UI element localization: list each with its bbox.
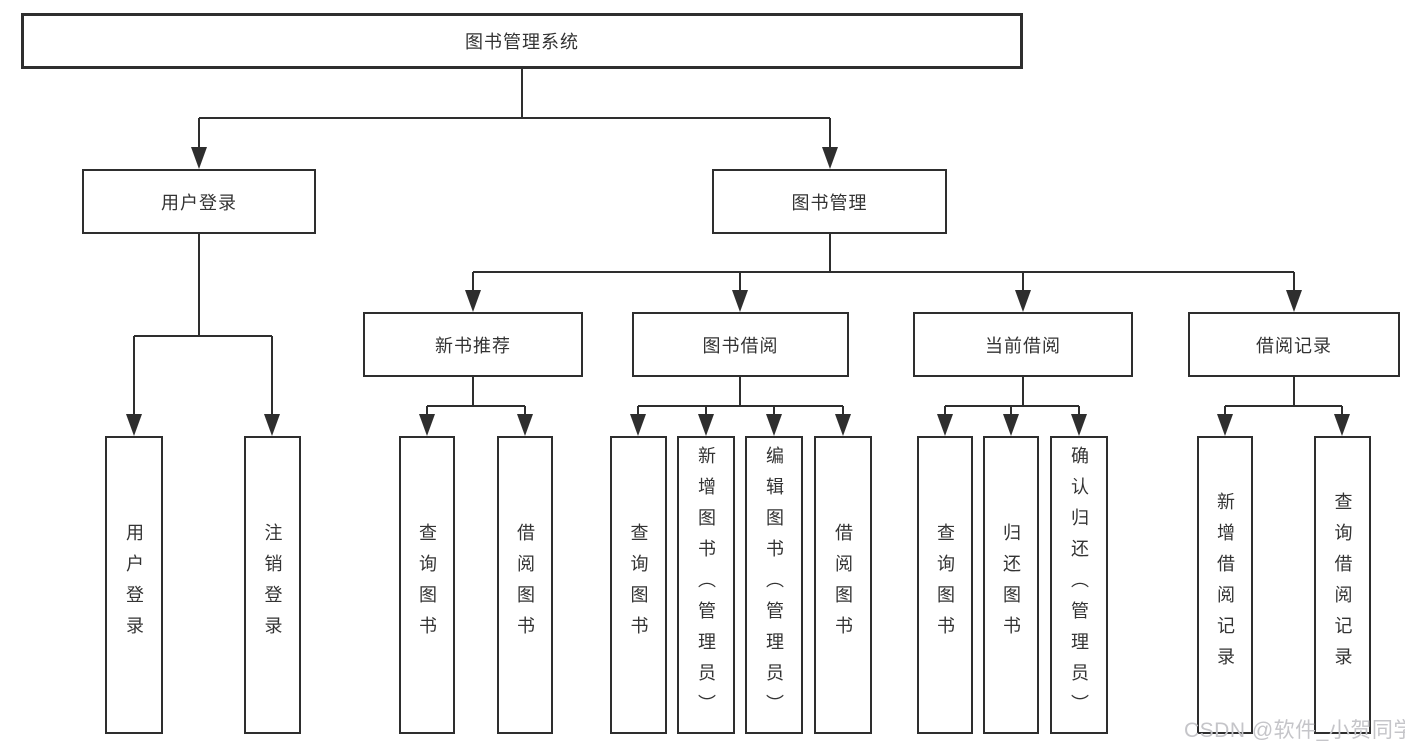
- node-user-login: 用户登录: [82, 169, 316, 234]
- node-leaf-query-books-current: 查询图书: [917, 436, 973, 734]
- node-leaf-confirm-return-admin: 确认归还（管理员）: [1050, 436, 1108, 734]
- node-new-book-recommendation: 新书推荐: [363, 312, 583, 377]
- node-leaf-query-borrow-record: 查询借阅记录: [1314, 436, 1371, 734]
- node-library-management-system: 图书管理系统: [21, 13, 1023, 69]
- node-current-borrowing: 当前借阅: [913, 312, 1133, 377]
- node-leaf-edit-books-admin: 编辑图书（管理员）: [745, 436, 803, 734]
- node-leaf-borrow-books-recommend: 借阅图书: [497, 436, 553, 734]
- node-leaf-return-books: 归还图书: [983, 436, 1039, 734]
- node-leaf-add-books-admin: 新增图书（管理员）: [677, 436, 735, 734]
- node-leaf-query-books-recommend: 查询图书: [399, 436, 455, 734]
- node-leaf-user-login: 用户登录: [105, 436, 163, 734]
- watermark: CSDN @软件_小贺同学: [1184, 719, 1405, 742]
- node-book-management: 图书管理: [712, 169, 947, 234]
- node-book-borrowing: 图书借阅: [632, 312, 849, 377]
- node-leaf-logout: 注销登录: [244, 436, 301, 734]
- node-borrowing-records: 借阅记录: [1188, 312, 1400, 377]
- node-leaf-query-books-borrow: 查询图书: [610, 436, 667, 734]
- node-leaf-borrow-books: 借阅图书: [814, 436, 872, 734]
- node-leaf-add-borrow-record: 新增借阅记录: [1197, 436, 1253, 734]
